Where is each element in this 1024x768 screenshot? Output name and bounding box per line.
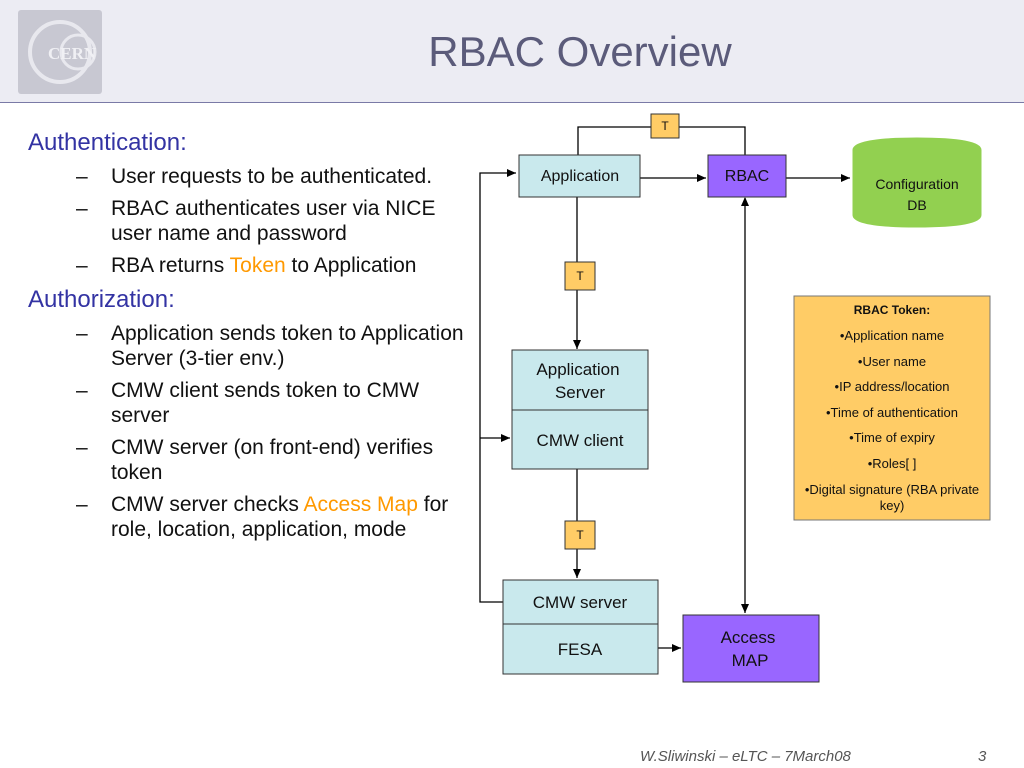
list-item: –RBAC authenticates user via NICE user n… bbox=[76, 197, 436, 245]
svg-text:MAP: MAP bbox=[732, 651, 769, 670]
token-marker: T bbox=[564, 520, 596, 550]
svg-text:Access: Access bbox=[721, 628, 776, 647]
svg-text:Server: Server bbox=[555, 383, 605, 402]
footer-author: W.Sliwinski – eLTC – 7March08 bbox=[640, 748, 851, 765]
token-field: •Time of expiry bbox=[849, 430, 935, 445]
token-field: •User name bbox=[858, 354, 926, 369]
svg-text:Application: Application bbox=[541, 168, 619, 185]
svg-text:DB: DB bbox=[907, 197, 926, 213]
svg-text:Configuration: Configuration bbox=[875, 176, 958, 192]
authorization-heading: Authorization: bbox=[28, 286, 175, 313]
svg-text:FESA: FESA bbox=[558, 640, 603, 659]
authentication-heading: Authentication: bbox=[28, 129, 187, 156]
bullet-content: Authentication: –User requests to be aut… bbox=[28, 128, 478, 549]
cern-logo-icon: CERN bbox=[18, 10, 102, 94]
list-item: –User requests to be authenticated. bbox=[76, 165, 433, 188]
rbac-token-box: RBAC Token: •Application name •User name… bbox=[793, 295, 991, 521]
fesa-node: FESA bbox=[502, 623, 659, 675]
list-item: –RBA returns Token to Application bbox=[76, 254, 417, 277]
cmw-server-node: CMW server bbox=[502, 579, 659, 625]
slide-title: RBAC Overview bbox=[428, 28, 732, 75]
page-number: 3 bbox=[978, 748, 987, 765]
list-item: –CMW server (on front-end) verifies toke… bbox=[76, 436, 434, 484]
svg-text:Application: Application bbox=[536, 360, 619, 379]
svg-text:CERN: CERN bbox=[48, 44, 97, 63]
application-node: Application bbox=[518, 154, 641, 198]
token-highlight: Token bbox=[229, 254, 286, 277]
svg-text:RBAC Token:: RBAC Token: bbox=[854, 303, 930, 317]
svg-text:CMW client: CMW client bbox=[537, 431, 624, 450]
token-field: key) bbox=[880, 498, 905, 513]
svg-text:T: T bbox=[576, 528, 584, 542]
svg-text:T: T bbox=[576, 269, 584, 283]
app-server-node: Application Server bbox=[511, 349, 649, 411]
token-field: •Digital signature (RBA private bbox=[805, 482, 979, 497]
svg-text:RBAC: RBAC bbox=[725, 168, 769, 185]
cmw-client-node: CMW client bbox=[511, 409, 649, 470]
token-field: •Roles[ ] bbox=[868, 456, 917, 471]
rbac-node: RBAC bbox=[707, 154, 787, 198]
token-marker: T bbox=[564, 261, 596, 291]
slide-footer: W.Sliwinski – eLTC – 7March08 3 bbox=[640, 748, 1000, 765]
slide-header: CERN RBAC Overview bbox=[0, 0, 1024, 103]
left-bus-connector bbox=[479, 169, 516, 603]
access-map-highlight: Access Map bbox=[303, 493, 418, 516]
svg-text:T: T bbox=[661, 119, 669, 133]
config-db-node: Configuration DB bbox=[852, 137, 982, 228]
list-item: –CMW client sends token to CMW server bbox=[76, 379, 420, 427]
list-item: –CMW server checks Access Map for role, … bbox=[76, 493, 449, 541]
token-field: •Application name bbox=[840, 328, 944, 343]
list-item: –Application sends token to Application … bbox=[76, 322, 464, 370]
token-field: •Time of authentication bbox=[826, 405, 958, 420]
svg-text:CMW server: CMW server bbox=[533, 593, 628, 612]
access-map-node: Access MAP bbox=[682, 614, 820, 683]
token-marker: T bbox=[650, 113, 680, 139]
token-field: •IP address/location bbox=[835, 379, 950, 394]
